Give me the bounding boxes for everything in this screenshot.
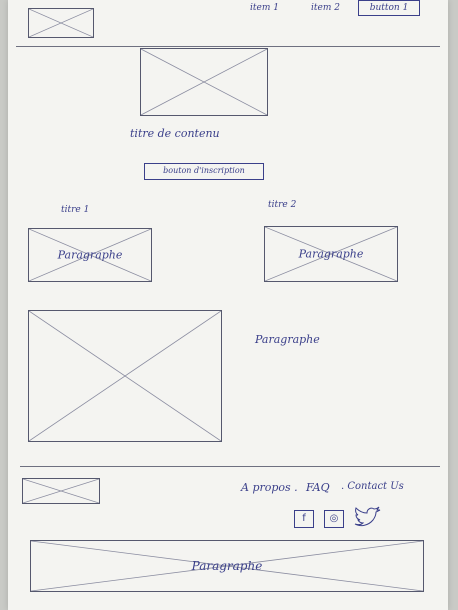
header-divider [16,46,440,47]
hero-title: titre de contenu [130,127,220,140]
feature-image-placeholder [28,310,222,442]
wireframe-sheet: item 1 item 2 button 1 titre de contenu … [8,0,448,610]
footer-link-contact[interactable]: . Contact Us [341,481,404,492]
facebook-icon[interactable]: f [294,510,314,528]
footer-divider [20,466,440,467]
section-card-2: Paragraphe [264,226,398,282]
section-title-1: titre 1 [61,205,90,215]
section-card-1: Paragraphe [28,228,152,282]
logo-placeholder[interactable] [28,8,94,38]
footer-link-about[interactable]: A propos . [241,481,298,494]
section-title-2: titre 2 [268,200,297,210]
nav-item-1[interactable]: item 1 [250,3,279,13]
footer-link-faq[interactable]: FAQ [306,481,330,494]
footer-paragraph: Paragraphe [191,559,263,573]
signup-button[interactable]: bouton d'inscription [144,163,264,180]
section-paragraph-2: Paragraphe [298,247,364,261]
twitter-icon[interactable] [352,506,382,530]
footer-paragraph-box: Paragraphe [30,540,424,592]
hero-image-placeholder [140,48,268,116]
nav-item-2[interactable]: item 2 [311,3,340,13]
section-paragraph-1: Paragraphe [57,248,123,262]
header-button[interactable]: button 1 [358,0,420,16]
footer-logo-placeholder [22,478,100,504]
feature-paragraph: Paragraphe [255,333,320,346]
instagram-icon[interactable]: ◎ [324,510,344,528]
